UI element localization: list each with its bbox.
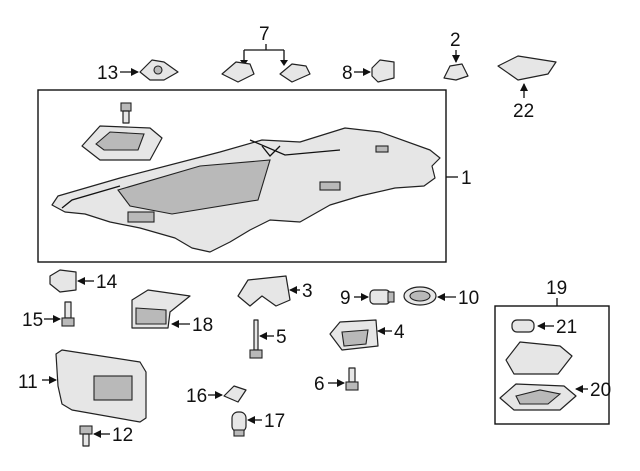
callout-9: 9	[340, 288, 351, 309]
callout-1: 1	[461, 168, 472, 189]
callout-21: 21	[556, 317, 577, 338]
screw-6[interactable]	[345, 367, 359, 391]
overhead-console-bracket[interactable]	[81, 125, 163, 161]
headliner-panel[interactable]	[51, 127, 441, 253]
callout-20: 20	[590, 380, 611, 401]
grommet-10[interactable]	[403, 286, 437, 306]
sun-visor-11[interactable]	[55, 349, 147, 423]
bulb-17[interactable]	[231, 411, 247, 437]
retainer-clip-13[interactable]	[139, 59, 179, 81]
leader-line-7	[243, 44, 285, 62]
callout-15: 15	[22, 310, 43, 331]
callout-17: 17	[264, 411, 285, 432]
lamp-assembly-4[interactable]	[329, 319, 379, 351]
callout-11: 11	[18, 372, 38, 393]
bolt-5[interactable]	[249, 319, 263, 359]
callout-12: 12	[112, 425, 133, 446]
bracket-bolt[interactable]	[120, 102, 132, 124]
callout-7: 7	[259, 24, 270, 45]
bulb-21[interactable]	[511, 319, 535, 333]
clip-2[interactable]	[443, 63, 469, 81]
callout-13: 13	[97, 63, 118, 84]
callout-19: 19	[546, 278, 567, 299]
pad-16[interactable]	[223, 385, 247, 403]
clip-7b[interactable]	[279, 63, 311, 83]
sunvisor-bracket-18[interactable]	[131, 289, 191, 329]
clip-14[interactable]	[49, 269, 77, 293]
callout-8: 8	[342, 63, 353, 84]
cover-22[interactable]	[497, 55, 557, 81]
callout-3: 3	[302, 281, 313, 302]
screw-12[interactable]	[79, 425, 93, 447]
console-lens-20[interactable]	[499, 383, 577, 411]
clip-7a[interactable]	[221, 61, 255, 83]
callout-14: 14	[96, 272, 118, 293]
callout-22: 22	[513, 101, 534, 122]
callout-5: 5	[276, 327, 287, 348]
console-housing[interactable]	[505, 341, 573, 375]
callout-6: 6	[314, 374, 325, 395]
screw-15[interactable]	[61, 301, 75, 327]
grab-handle-3[interactable]	[237, 275, 291, 307]
console-group-box	[494, 305, 610, 425]
headliner-group-box	[37, 89, 447, 263]
callout-18: 18	[192, 315, 213, 336]
callout-10: 10	[458, 288, 479, 309]
callout-2: 2	[450, 30, 461, 51]
bulb-9[interactable]	[369, 289, 395, 305]
clip-8[interactable]	[371, 59, 395, 83]
callout-16: 16	[186, 386, 207, 407]
callout-4: 4	[394, 322, 405, 343]
